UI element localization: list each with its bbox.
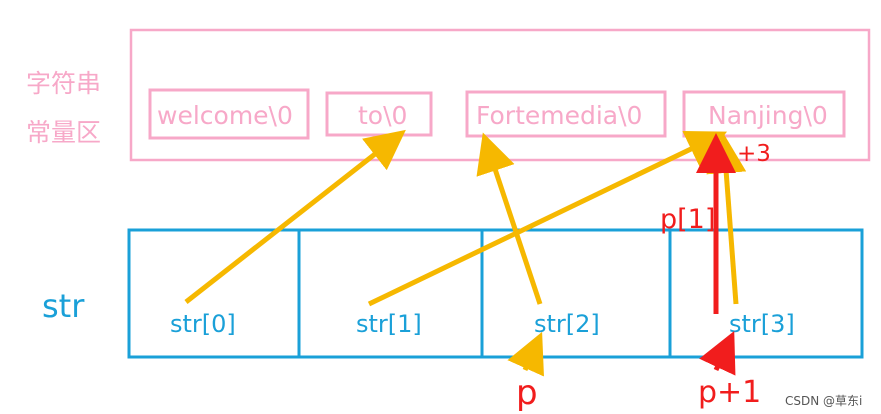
arrow-p-plus-1-to-str3 (699, 330, 736, 376)
array-box (127, 228, 864, 359)
string-welcome: welcome\0 (157, 101, 293, 130)
arrow-str3-plus3 (706, 133, 747, 305)
array-cell-0: str[0] (170, 310, 236, 338)
const-area-label-line1: 字符串 (26, 69, 101, 98)
string-fortemedia: Fortemedia\0 (476, 101, 642, 130)
string-box-fortemedia (465, 90, 667, 138)
label-p-index-1: p[1] (660, 204, 715, 235)
arrow-str0-to-to (184, 129, 406, 304)
string-box-nanjing (682, 90, 846, 138)
arrow-p-to-str2 (507, 331, 544, 377)
string-nanjing: Nanjing\0 (708, 101, 828, 130)
arrow-str1-to-nanjing (367, 130, 728, 307)
const-area-label-line2: 常量区 (26, 118, 101, 147)
label-plus-3: +3 (737, 141, 771, 167)
arrow-str2-to-fortemedia (476, 132, 543, 305)
array-cell-3: str[3] (729, 310, 795, 338)
array-cell-1: str[1] (356, 310, 422, 338)
string-to: to\0 (358, 101, 407, 130)
watermark: CSDN @草东i (785, 394, 862, 408)
label-p-plus-1: p+1 (698, 375, 761, 410)
array-name: str (42, 287, 85, 325)
string-box-welcome (148, 88, 310, 140)
array-cell-2: str[2] (534, 310, 600, 338)
label-p: p (516, 373, 538, 413)
